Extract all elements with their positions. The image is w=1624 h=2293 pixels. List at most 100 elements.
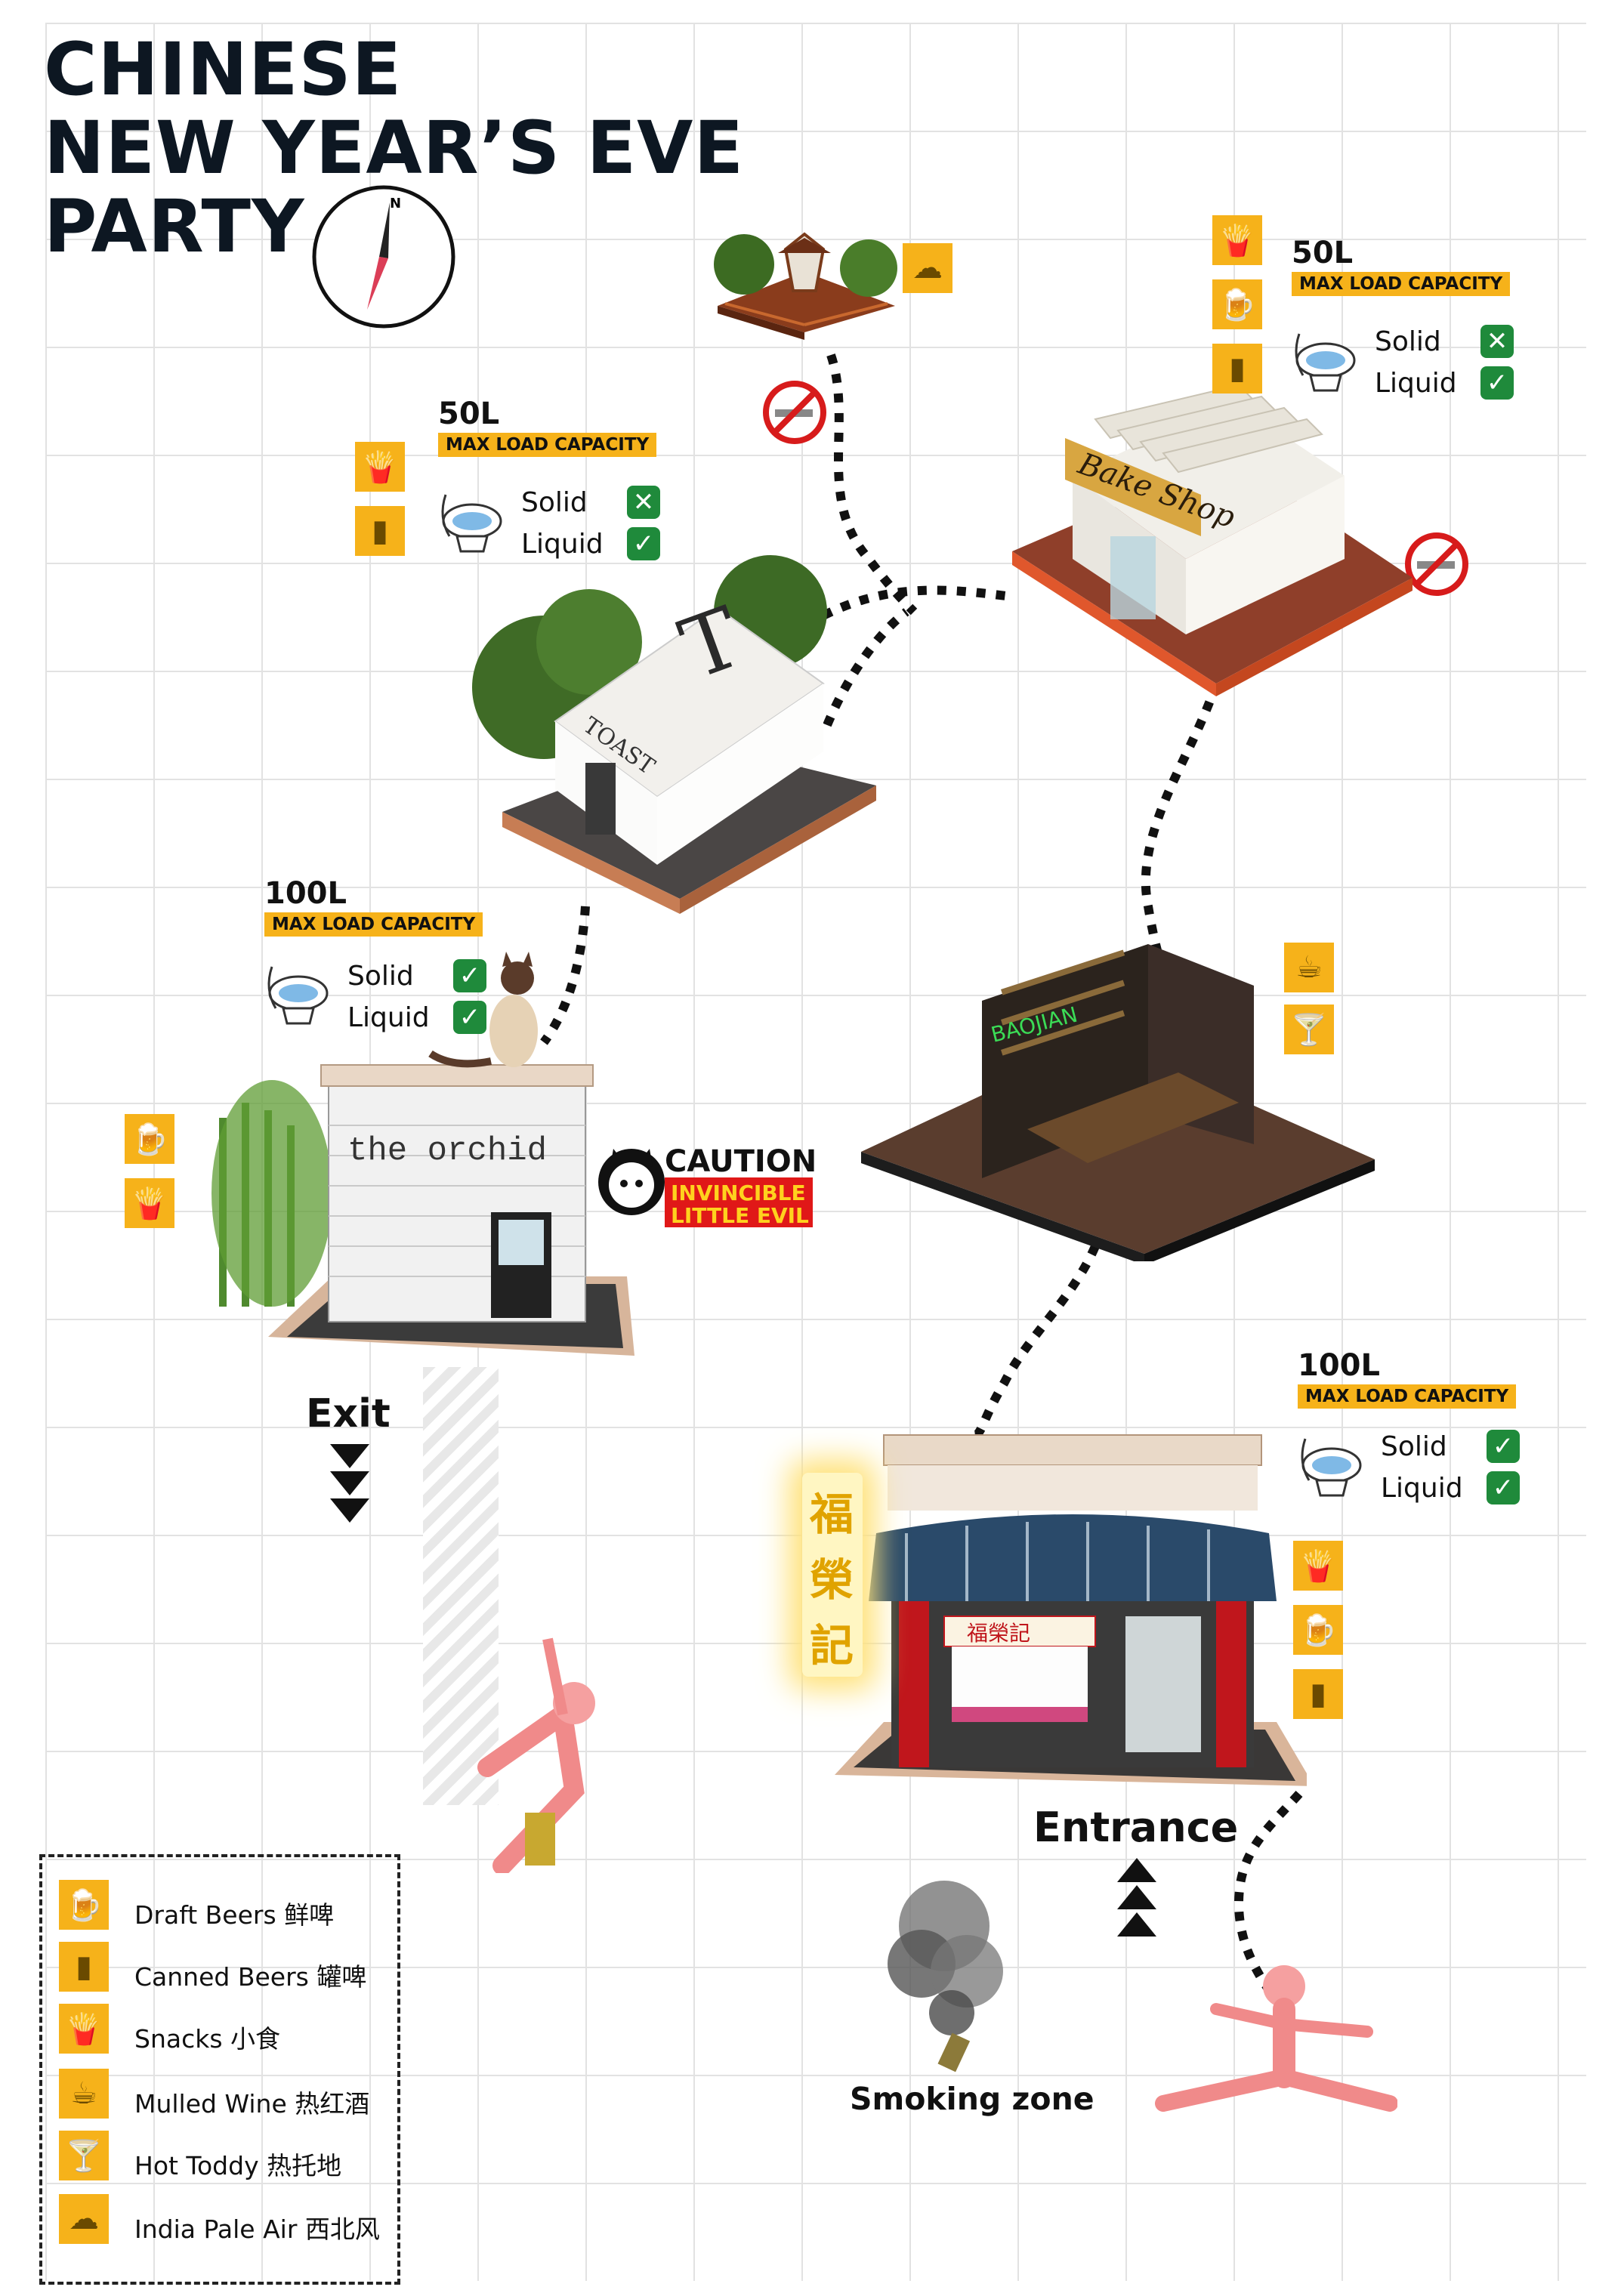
mulled-wine-icon: ☕ [59,2069,109,2119]
dancing-figure-illustration [1155,1965,1397,2112]
caution-line-1: INVINCIBLE [671,1180,806,1205]
capacity-amount: 100L [1298,1348,1380,1383]
baojian-bar-building: BAOJIAN [861,944,1375,1261]
title-line-2: NEW YEAR’S EVE [44,106,745,190]
canned-beer-icon: ▮ [1212,344,1262,393]
hot-toddy-icon: 🍸 [59,2131,109,2180]
solid-label: Solid [347,961,414,992]
toast-building: T TOAST [472,555,876,914]
liquid-row: Liquid ✓ [1375,366,1514,400]
liquid-label: Liquid [521,529,604,560]
max-load-capacity-label: MAX LOAD CAPACITY [1292,272,1511,296]
caution-sign: CAUTION INVINCIBLE LITTLE EVIL [597,1144,823,1228]
legend: 🍺 Draft Beers 鲜啤 ▮ Canned Beers 罐啤 🍟 Sna… [39,1854,400,2285]
legend-label: Hot Toddy 热托地 [134,2151,342,2180]
canned-beer-icon: ▮ [59,1942,109,1992]
snacks-icon: 🍟 [125,1178,174,1228]
check-icon: ✓ [1487,1430,1520,1463]
draft-beer-icon: 🍺 [1293,1605,1343,1655]
fu-wing-kee-capacity: 100L MAX LOAD CAPACITY Solid ✓ Liquid ✓ [1298,1348,1539,1522]
toilet-icon [1301,1438,1362,1497]
smoke-grenade-illustration [888,1881,1003,2072]
liquid-label: Liquid [347,1002,430,1033]
legend-label: Mulled Wine 热红酒 [134,2089,370,2119]
orchid-sign: the orchid [347,1132,547,1170]
cat-icon [428,952,538,1068]
legend-item: ▮ Canned Beers 罐啤 [59,1942,391,1995]
entrance-arrow-icon [1117,1858,1156,1937]
legend-item: ☁ India Pale Air 西北风 [59,2194,391,2247]
solid-row: Solid ✓ [1381,1430,1520,1463]
pagoda-park [714,232,897,340]
cat-face-icon [598,1149,665,1215]
legend-item: 🍸 Hot Toddy 热托地 [59,2131,391,2183]
bake-shop-building: Bake Shop [1012,385,1413,696]
entrance-label: Entrance [1033,1804,1239,1851]
canned-beer-icon: ▮ [355,506,405,556]
canned-beer-icon: ▮ [1293,1669,1343,1719]
neon-sign: 福 榮 記 [802,1473,863,1677]
liquid-row: Liquid ✓ [347,1001,486,1034]
cross-icon: ✕ [627,486,660,519]
legend-item: 🍟 Snacks 小食 [59,2004,391,2057]
toilet-icon [1295,333,1356,392]
orchid-building: the orchid [211,1064,634,1356]
capacity-amount: 100L [264,876,347,911]
snacks-icon: 🍟 [1293,1541,1343,1591]
legend-label: Snacks 小食 [134,2024,281,2054]
snacks-icon: 🍟 [355,442,405,492]
liquid-label: Liquid [1375,368,1457,399]
exit-walkway [423,1367,499,1805]
check-icon: ✓ [627,527,660,560]
india-pale-air-icon: ☁ [903,243,952,293]
snacks-icon: 🍟 [1212,215,1262,265]
caution-banner: INVINCIBLE LITTLE EVIL [665,1177,813,1228]
neon-char-3: 記 [810,1620,854,1671]
liquid-row: Liquid ✓ [521,527,660,560]
compass-north-label: N [390,196,401,211]
caution-title: CAUTION [665,1144,817,1179]
draft-beer-icon: 🍺 [1212,279,1262,329]
exit-arrow-icon [330,1444,369,1523]
toilet-icon [267,966,329,1025]
legend-label: Canned Beers 罐啤 [134,1962,367,1992]
solid-label: Solid [521,487,588,518]
no-smoking-icon [1405,532,1468,596]
solid-row: Solid ✕ [1375,325,1514,358]
max-load-capacity-label: MAX LOAD CAPACITY [438,433,657,457]
check-icon: ✓ [453,959,486,992]
check-icon: ✓ [1480,366,1514,400]
solid-row: Solid ✕ [521,486,660,519]
liquid-row: Liquid ✓ [1381,1471,1520,1504]
no-smoking-icon [763,381,826,444]
page-title: CHINESE NEW YEAR’S EVE PARTY [44,30,744,266]
draft-beer-icon: 🍺 [125,1114,174,1164]
capacity-amount: 50L [1292,236,1354,270]
legend-label: India Pale Air 西北风 [134,2214,380,2244]
neon-char-2: 榮 [810,1554,854,1606]
legend-label: Draft Beers 鲜啤 [134,1900,335,1930]
toilet-icon [441,494,502,553]
bake-shop-capacity: 50L MAX LOAD CAPACITY Solid ✕ Liquid ✓ [1292,236,1518,402]
max-load-capacity-label: MAX LOAD CAPACITY [1298,1384,1517,1409]
hot-toddy-icon: 🍸 [1284,1005,1334,1054]
solid-label: Solid [1375,326,1441,357]
exit-label: Exit [306,1391,391,1437]
figure-illustration [477,1637,595,1873]
max-load-capacity-label: MAX LOAD CAPACITY [264,912,483,937]
snacks-icon: 🍟 [59,2004,109,2054]
check-icon: ✓ [453,1001,486,1034]
check-icon: ✓ [1487,1471,1520,1504]
fu-wing-kee-sign: 福榮記 [967,1621,1030,1646]
mulled-wine-icon: ☕ [1284,943,1334,992]
title-line-3: PARTY [44,184,305,269]
india-pale-air-icon: ☁ [59,2194,109,2244]
fu-wing-kee-building: 福榮記 [835,1434,1307,1786]
legend-item: ☕ Mulled Wine 热红酒 [59,2069,391,2122]
smoking-zone-label: Smoking zone [850,2081,1095,2117]
neon-char-1: 福 [810,1489,854,1540]
liquid-label: Liquid [1381,1473,1463,1504]
toast-capacity: 50L MAX LOAD CAPACITY Solid ✕ Liquid ✓ [438,397,665,563]
solid-label: Solid [1381,1431,1447,1462]
capacity-amount: 50L [438,397,500,431]
